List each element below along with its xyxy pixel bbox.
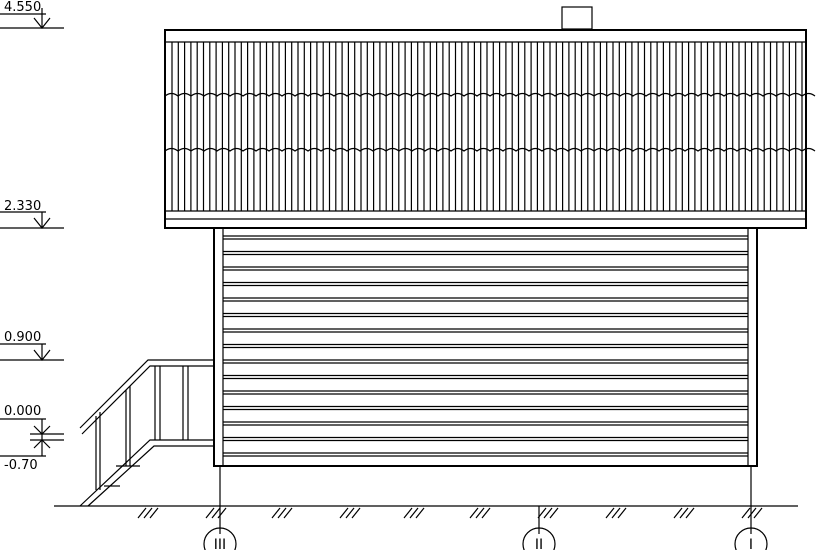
ground-hatch-mark	[149, 507, 159, 519]
level-marks: 4.550 2.330 0.900 0.000	[0, 0, 64, 473]
ground-hatch-mark	[475, 507, 485, 519]
axis-label: II	[535, 537, 543, 550]
ground-hatch-mark	[481, 507, 491, 519]
ground-hatch-mark	[611, 507, 621, 519]
roof-tile-course-line	[164, 147, 816, 152]
ground-hatch-mark	[339, 507, 349, 519]
ground-hatch-mark	[747, 507, 757, 519]
ground-hatch-mark	[617, 507, 627, 519]
roof	[164, 29, 816, 229]
ground-hatch-mark	[679, 507, 689, 519]
ground-hatch-mark	[673, 507, 683, 519]
level-mark-minus070: -0.70	[0, 439, 51, 473]
level-label: 2.330	[4, 199, 41, 214]
roof-ribs	[171, 42, 803, 211]
foundation-posts	[219, 466, 752, 506]
ground-hatch-mark	[543, 507, 553, 519]
ground-hatch-mark	[409, 507, 419, 519]
ground-hatch-mark	[753, 507, 763, 519]
ground-hatch-mark	[271, 507, 281, 519]
ground-hatch-mark	[345, 507, 355, 519]
ground-hatch-mark	[205, 507, 215, 519]
ground-hatch-mark	[283, 507, 293, 519]
ground-hatch-mark	[741, 507, 751, 519]
wall	[213, 227, 758, 467]
axis-label: I	[749, 537, 753, 550]
level-label: 0.000	[4, 404, 41, 419]
ground-hatch-mark	[685, 507, 695, 519]
chimney	[561, 6, 593, 30]
level-mark-0900: 0.900	[0, 330, 64, 361]
ground-hatch-mark	[137, 507, 147, 519]
level-label: 0.900	[4, 330, 41, 345]
level-mark-4550: 4.550	[0, 0, 64, 29]
level-label: -0.70	[4, 458, 38, 473]
level-mark-0000: 0.000	[0, 404, 64, 441]
level-label: 4.550	[4, 0, 41, 15]
roof-tile-course-line	[164, 92, 816, 97]
ground-hatch-mark	[143, 507, 153, 519]
ground-hatching	[137, 507, 763, 519]
ground-hatch-mark	[217, 507, 227, 519]
axis-marker-i: I	[734, 506, 768, 550]
ground-hatch-mark	[469, 507, 479, 519]
ground-hatch-mark	[403, 507, 413, 519]
ground-hatch-mark	[351, 507, 361, 519]
ground-hatch-mark	[605, 507, 615, 519]
axis-marker-iii: III	[203, 506, 237, 550]
porch-steps	[79, 359, 214, 507]
axis-marker-ii: II	[522, 506, 556, 550]
ground-hatch-mark	[549, 507, 559, 519]
axis-label: III	[214, 537, 226, 550]
ground	[54, 505, 798, 519]
axis-markers: III II I	[203, 506, 768, 550]
ground-hatch-mark	[415, 507, 425, 519]
ground-hatch-mark	[211, 507, 221, 519]
wall-siding	[223, 235, 748, 457]
ground-hatch-mark	[277, 507, 287, 519]
level-mark-2330: 2.330	[0, 199, 64, 229]
